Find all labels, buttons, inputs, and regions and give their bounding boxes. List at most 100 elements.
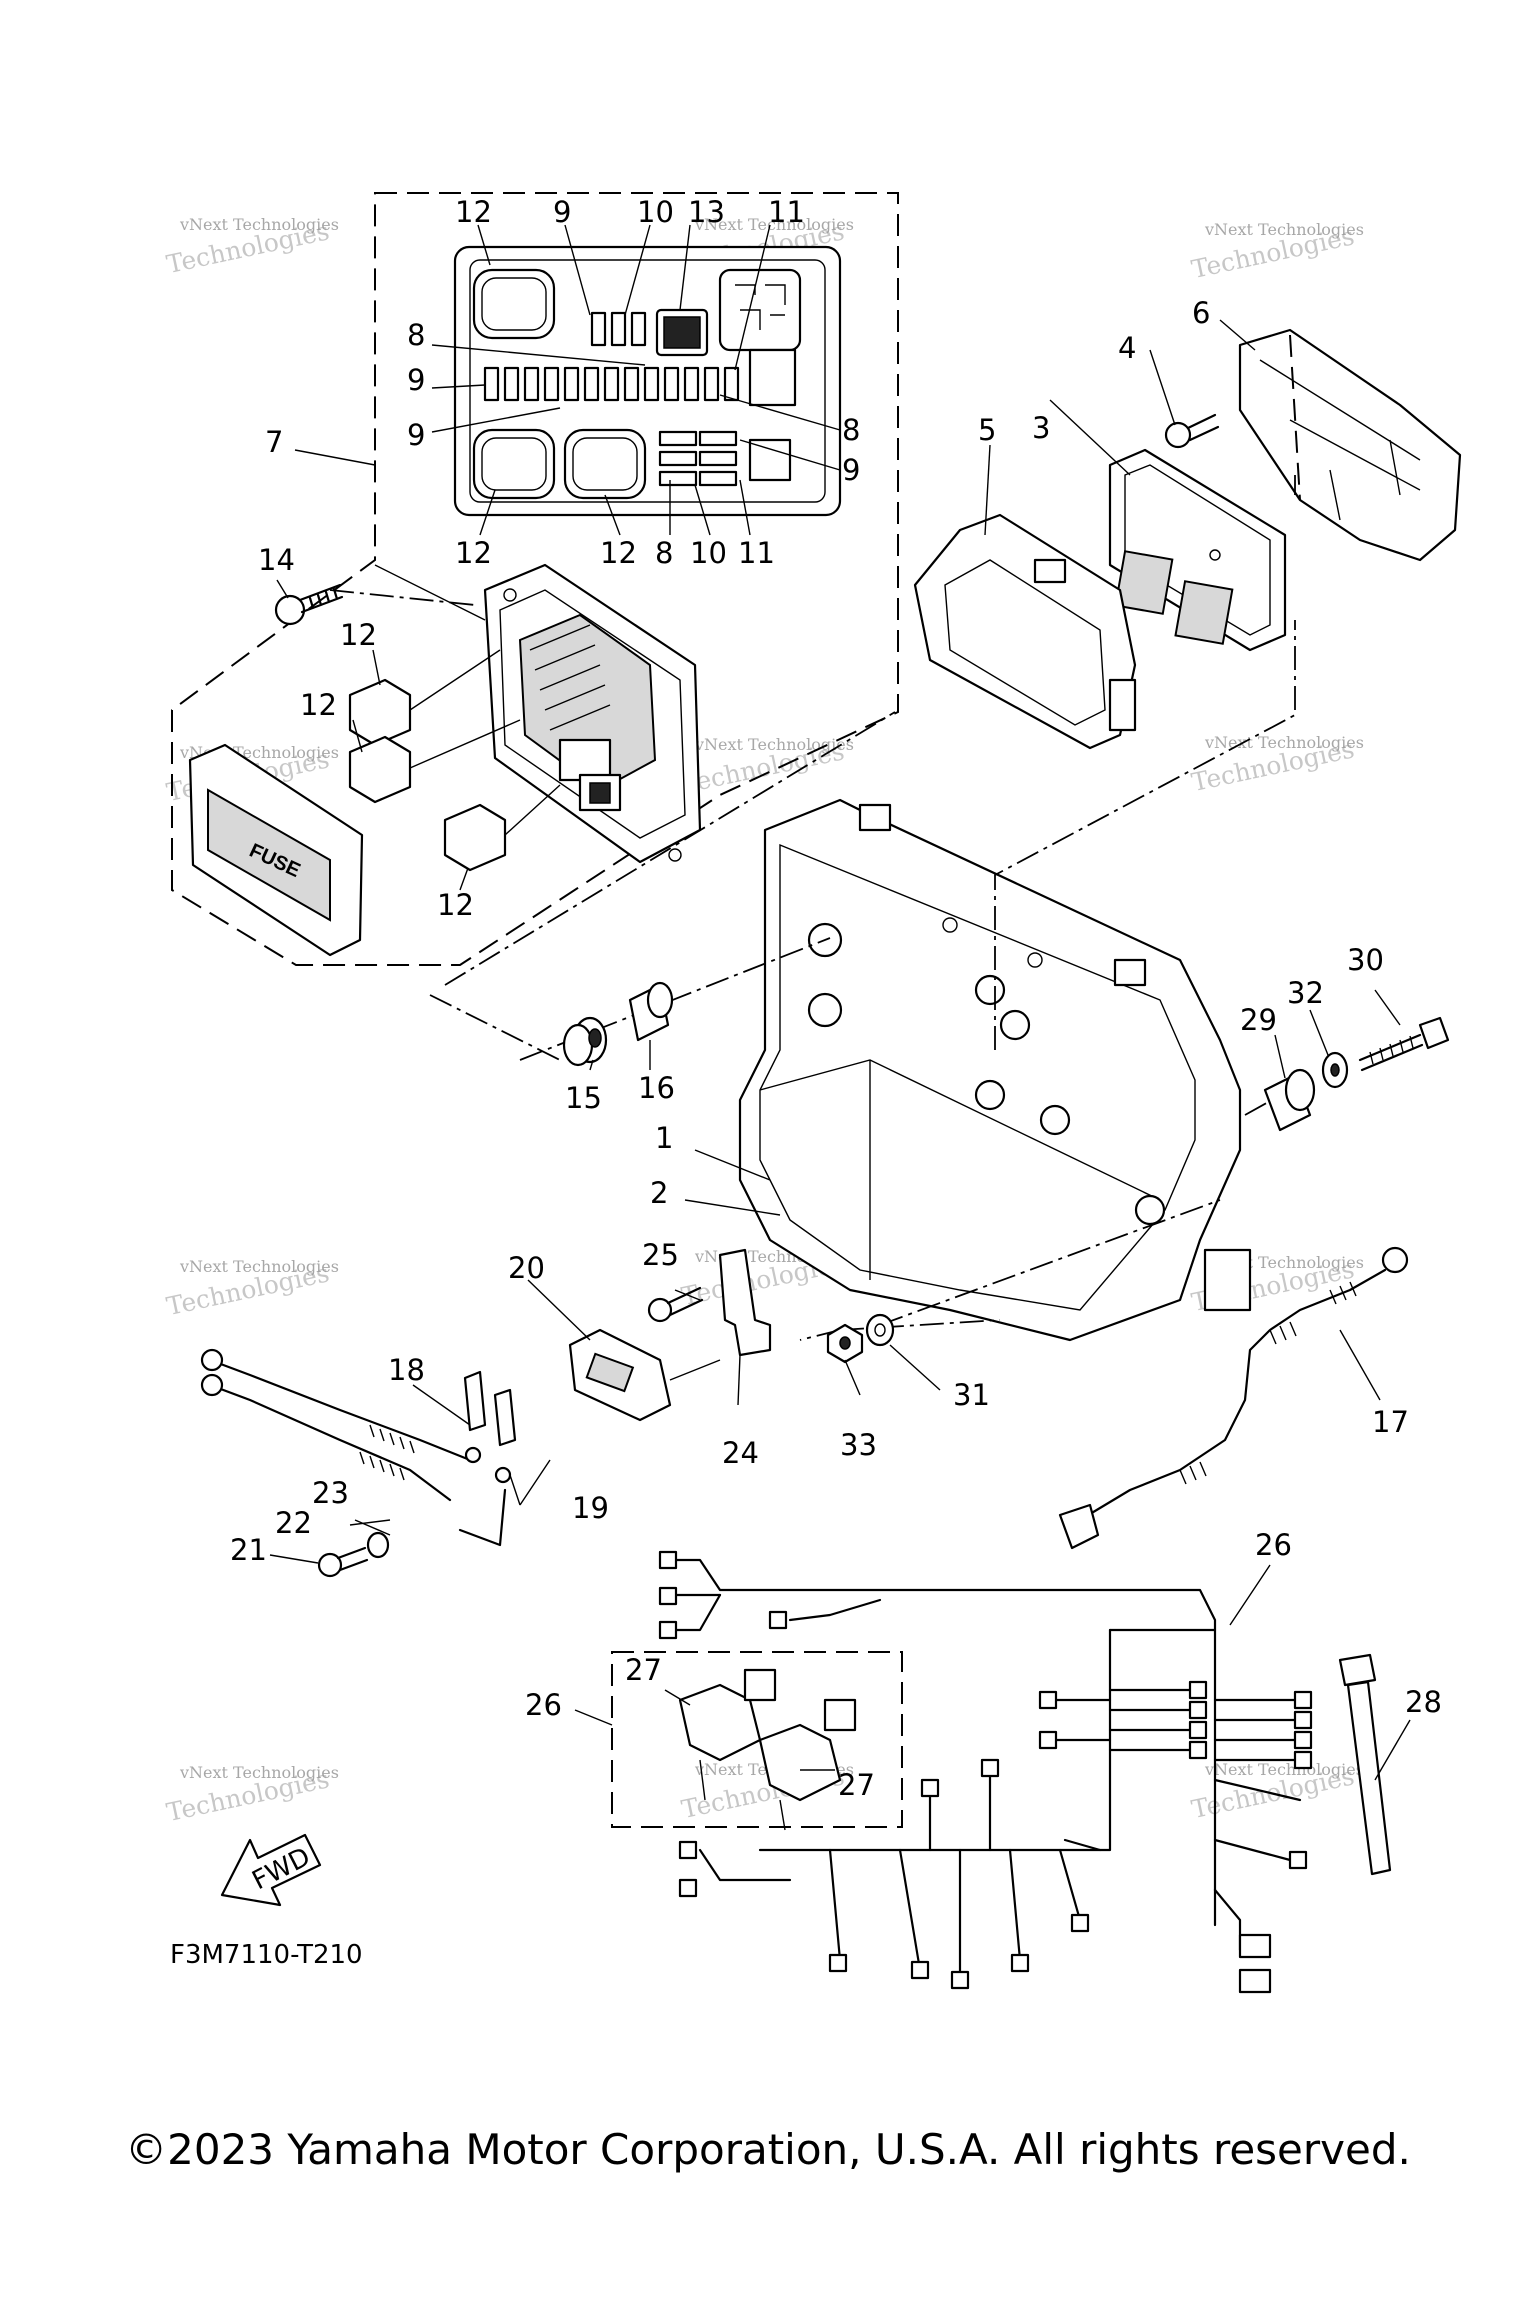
fusebox-iso-view (483, 563, 702, 864)
relay-small (348, 649, 561, 872)
fwd-arrow-icon: FWD (220, 1833, 322, 1907)
washer-22 (366, 1531, 390, 1559)
fusebox-top-view (453, 245, 842, 517)
callout-1: 1 (655, 1121, 673, 1155)
callout-27: 27 (838, 1768, 875, 1802)
reference-code: F3M7110-T210 (170, 1940, 363, 1970)
callout-10: 10 (637, 195, 674, 229)
leader (354, 1519, 391, 1536)
callout-3: 3 (1032, 411, 1050, 445)
callout-12: 12 (455, 195, 492, 229)
callout-11: 11 (738, 536, 775, 570)
callout-13: 13 (688, 195, 725, 229)
watermark: vNext Technologies Technologies (1189, 733, 1364, 797)
callout-12: 12 (437, 888, 474, 922)
callout-19: 19 (572, 1491, 609, 1525)
watermark: vNext Technologies Technologies (164, 1763, 339, 1827)
callout-7: 7 (265, 425, 283, 459)
callout-9: 9 (407, 418, 425, 452)
main-housing (738, 798, 1252, 1342)
connector-27 (678, 1668, 857, 1831)
washer-31 (865, 1313, 895, 1347)
callout-20: 20 (508, 1251, 545, 1285)
svg-text:vNext Technologies: vNext Technologies (179, 1763, 339, 1782)
watermark: vNext Technologies Technologies (164, 215, 339, 279)
bolt-25 (647, 1286, 704, 1323)
leader (374, 564, 486, 621)
cover-5 (913, 513, 1137, 750)
callouts: 12 9 10 13 11 8 9 9 8 9 7 12 12 8 10 11 … (230, 195, 1442, 1802)
harness-detail-outline (611, 1651, 903, 1828)
nut-33 (826, 1323, 864, 1364)
watermark: vNext Technologies Technologies (164, 1257, 339, 1321)
bolt-30 (1358, 1016, 1450, 1072)
alignment-line (879, 1199, 1221, 1326)
callout-24: 24 (722, 1436, 759, 1470)
callout-5: 5 (978, 413, 996, 447)
svg-text:vNext Technologies: vNext Technologies (179, 215, 339, 234)
leader-lines (269, 224, 1411, 1781)
sensor-harness-17 (1058, 1246, 1409, 1550)
callout-22: 22 (275, 1506, 312, 1540)
callout-18: 18 (388, 1353, 425, 1387)
alignment-line (444, 711, 896, 986)
callout-12: 12 (455, 536, 492, 570)
callout-15: 15 (565, 1081, 602, 1115)
collar-16 (628, 981, 674, 1042)
wire-harness-26 (658, 1550, 1313, 1994)
callout-6: 6 (1192, 296, 1210, 330)
callout-16: 16 (638, 1071, 675, 1105)
callout-21: 21 (230, 1533, 267, 1567)
callout-33: 33 (840, 1428, 877, 1462)
callout-14: 14 (258, 543, 295, 577)
ecu-unit (1108, 448, 1287, 652)
callout-29: 29 (1240, 1003, 1277, 1037)
relay-20 (568, 1328, 721, 1422)
callout-12: 12 (340, 618, 377, 652)
callout-12: 12 (600, 536, 637, 570)
collar-29 (1263, 1068, 1316, 1132)
washer-32 (1321, 1051, 1349, 1089)
callout-10: 10 (690, 536, 727, 570)
callout-23: 23 (312, 1476, 349, 1510)
callout-8: 8 (842, 413, 860, 447)
callout-26: 26 (525, 1688, 562, 1722)
callout-27: 27 (625, 1653, 662, 1687)
callout-9: 9 (407, 363, 425, 397)
callout-12: 12 (300, 688, 337, 722)
callout-11: 11 (768, 195, 805, 229)
callout-17: 17 (1372, 1405, 1409, 1439)
callout-8: 8 (655, 536, 673, 570)
grommet-15 (562, 1016, 608, 1067)
svg-text:vNext Technologies: vNext Technologies (1204, 1760, 1364, 1779)
callout-31: 31 (953, 1378, 990, 1412)
bracket-6 (1238, 328, 1462, 562)
svg-text:vNext Technologies: vNext Technologies (694, 215, 854, 234)
callout-25: 25 (642, 1238, 679, 1272)
callout-30: 30 (1347, 943, 1384, 977)
fusebox-detail-outline (171, 192, 899, 966)
bracket-24 (718, 1248, 772, 1357)
svg-text:vNext Technologies: vNext Technologies (1204, 733, 1364, 752)
callout-28: 28 (1405, 1685, 1442, 1719)
watermark: vNext Technologies Technologies (1189, 220, 1364, 284)
callout-4: 4 (1118, 331, 1136, 365)
svg-text:vNext Technologies: vNext Technologies (179, 1257, 339, 1276)
svg-text:vNext Technologies: vNext Technologies (1204, 220, 1364, 239)
bolt-4 (1164, 413, 1220, 449)
bolt-21 (317, 1546, 369, 1578)
callout-26: 26 (1255, 1528, 1292, 1562)
callout-32: 32 (1287, 976, 1324, 1010)
callout-9: 9 (553, 195, 571, 229)
bolt-14 (274, 583, 344, 626)
callout-8: 8 (407, 318, 425, 352)
alignment-line (994, 620, 1296, 1050)
fuse-cover: FUSE (188, 743, 364, 957)
copyright-notice: ©2023 Yamaha Motor Corporation, U.S.A. A… (125, 2125, 1411, 2174)
alignment-line (329, 589, 476, 606)
battery-cables (200, 1348, 517, 1547)
svg-text:vNext Technologies: vNext Technologies (694, 735, 854, 754)
callout-2: 2 (650, 1176, 668, 1210)
